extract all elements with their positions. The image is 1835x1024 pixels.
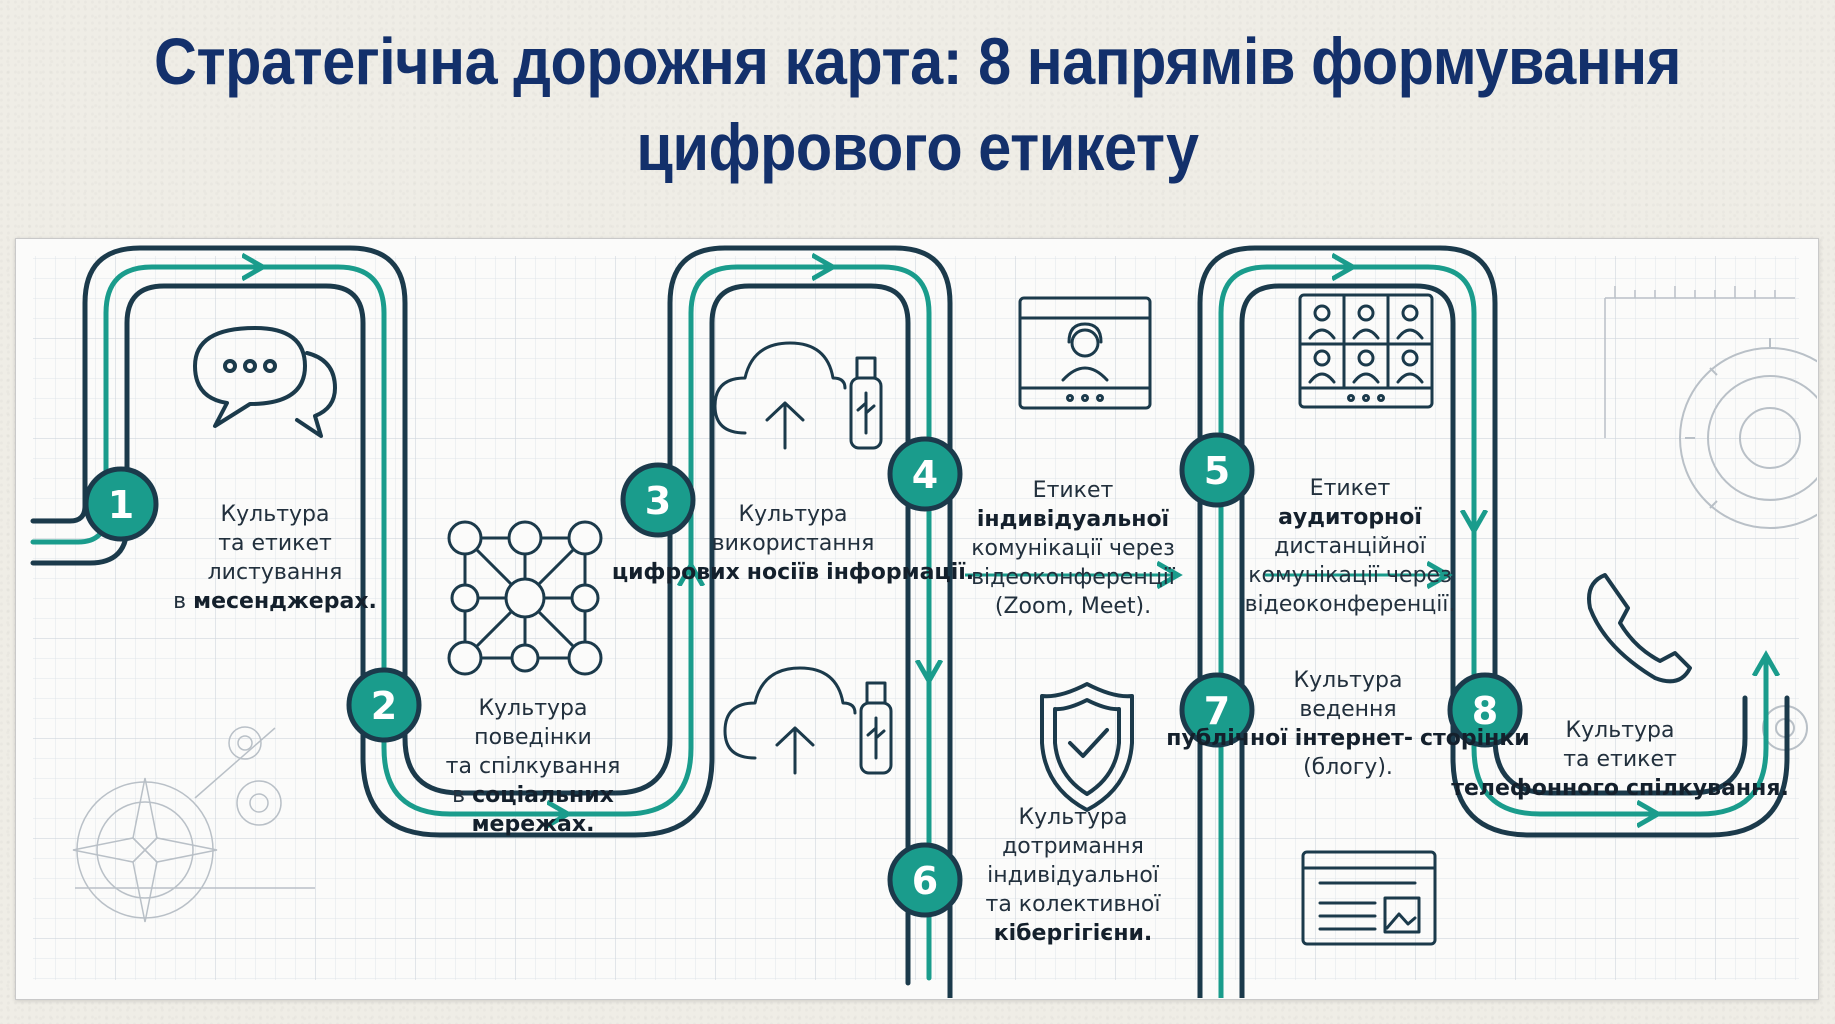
step-8-line: та етикет [1563,747,1677,772]
step-5-badge: 5 [1179,432,1255,508]
direction-arrows [195,267,1766,814]
chat-bubbles-icon [193,326,337,438]
step-1-line: Культура [220,502,330,527]
step-1-line-combined: в месенджерах. [173,587,377,616]
step-2-line: Культура [478,696,588,721]
step-4-label: Етикет індивідуальної комунікації через … [971,476,1175,621]
step-8-badge: 8 [1447,672,1523,748]
step-2-line: в [452,783,473,808]
step-2-number: 2 [371,684,397,728]
step-5-line: відеоконференції. [1244,592,1456,617]
compass-drawing [72,727,315,923]
step-6-line: індивідуальної [987,863,1159,888]
step-7-line-bold: публічної [1166,726,1288,751]
step-3-label: Культура використання цифрових носіїв ін… [612,500,974,587]
step-3-line: використання [711,531,875,556]
step-1-badge: 1 [83,466,159,542]
video-call-icon [1018,296,1152,410]
step-4-number: 4 [912,453,938,497]
ruler-drawing [1604,286,1795,438]
step-4-line: відеоконференції [971,565,1175,590]
step-4-badge: 4 [887,436,963,512]
step-4-line: Етикет [1032,478,1114,503]
step-3-badge: 3 [620,462,696,538]
step-5-line: Етикет [1309,476,1391,501]
title-line-2: цифрового етикету [636,110,1199,184]
gears-drawing-left [228,726,282,826]
step-1-line: листування [207,560,343,585]
step-1-number: 1 [108,483,134,527]
step-8-number: 8 [1472,689,1498,733]
step-5-line: комунікації через [1248,563,1452,588]
title-line-1: Стратегічна дорожня карта: 8 напрямів фо… [154,24,1681,98]
step-badges: 1 2 3 4 5 6 7 8 [83,432,1523,918]
road-inner-outline-right [1239,283,1790,998]
step-2-line: та спілкування [445,754,621,779]
step-8-line-bold: спілкування. [1625,776,1789,801]
step-6-line: Культура [1018,805,1128,830]
phone-icon [1587,573,1692,684]
step-1-line-bold: месенджерах. [193,589,377,614]
step-3-line-bold: цифрових [611,560,740,585]
cloud-usb-icon [713,341,883,450]
step-5-line-bold: аудиторної [1278,505,1422,530]
social-network-icon [447,520,603,676]
step-7-line: ведення [1299,697,1397,722]
step-7-line-bold: інтернет- [1294,726,1413,751]
step-3-line: Культура [738,502,848,527]
video-grid-icon [1298,293,1434,409]
step-5-number: 5 [1204,449,1230,493]
step-2-line-bold: соціальних [472,783,614,808]
step-6-badge: 6 [887,842,963,918]
step-4-line-bold: індивідуальної [976,507,1170,532]
step-7-badge: 7 [1179,672,1255,748]
step-4-line: (Zoom, Meet). [994,594,1152,619]
step-8-label: Культура та етикет телефонного спілкуван… [1451,716,1789,803]
step-3-line-bold: носіїв [746,560,820,585]
step-2-line-bold: мережах. [471,812,595,837]
shield-check-icon [1040,682,1134,812]
cloud-usb-icon-2 [723,666,893,775]
step-6-line: дотримання [1002,834,1144,859]
step-8-line-bold: телефонного [1451,776,1619,801]
step-7-line-bold: сторінки [1419,726,1530,751]
step-1-line: в [173,589,194,614]
road-outline [30,245,953,998]
road-outline-right [1197,245,1748,998]
step-4-line: комунікації через [971,536,1175,561]
step-8-line: Культура [1565,718,1675,743]
step-6-label: Культура дотримання індивідуальної та ко… [986,803,1161,948]
gear-drawing-right [1679,338,1817,751]
step-2-line-combined: в соціальних [446,781,621,810]
step-5-line: дистанційної [1274,534,1426,559]
step-7-line: (блогу). [1303,755,1393,780]
road-teal-track-right [1218,264,1769,998]
roadmap-diagram: 1 2 3 4 5 6 7 8 [30,245,1817,998]
step-6-line-bold: кібергігієни. [993,921,1153,946]
step-2-line: поведінки [474,725,592,750]
step-1-line: та етикет [218,531,332,556]
step-6-number: 6 [912,859,938,903]
step-3-number: 3 [645,479,671,523]
step-2-badge: 2 [346,667,422,743]
road-inner-outline [30,283,911,986]
step-1-label: Культура та етикет листування в месендже… [173,500,377,616]
web-page-icon [1301,850,1437,946]
step-7-number: 7 [1204,689,1230,733]
page-title: Стратегічна дорожня карта: 8 напрямів фо… [92,18,1744,190]
step-5-label: Етикет аудиторної дистанційної комунікац… [1245,474,1456,619]
road-teal-track [30,264,932,981]
step-3-line-bold: інформації. [826,560,975,585]
step-2-label: Культура поведінки та спілкування в соці… [446,694,621,839]
step-7-label: Культура ведення публічної інтернет- сто… [1166,666,1529,782]
step-7-line: Культура [1293,668,1403,693]
step-6-line: та колективної [985,892,1161,917]
